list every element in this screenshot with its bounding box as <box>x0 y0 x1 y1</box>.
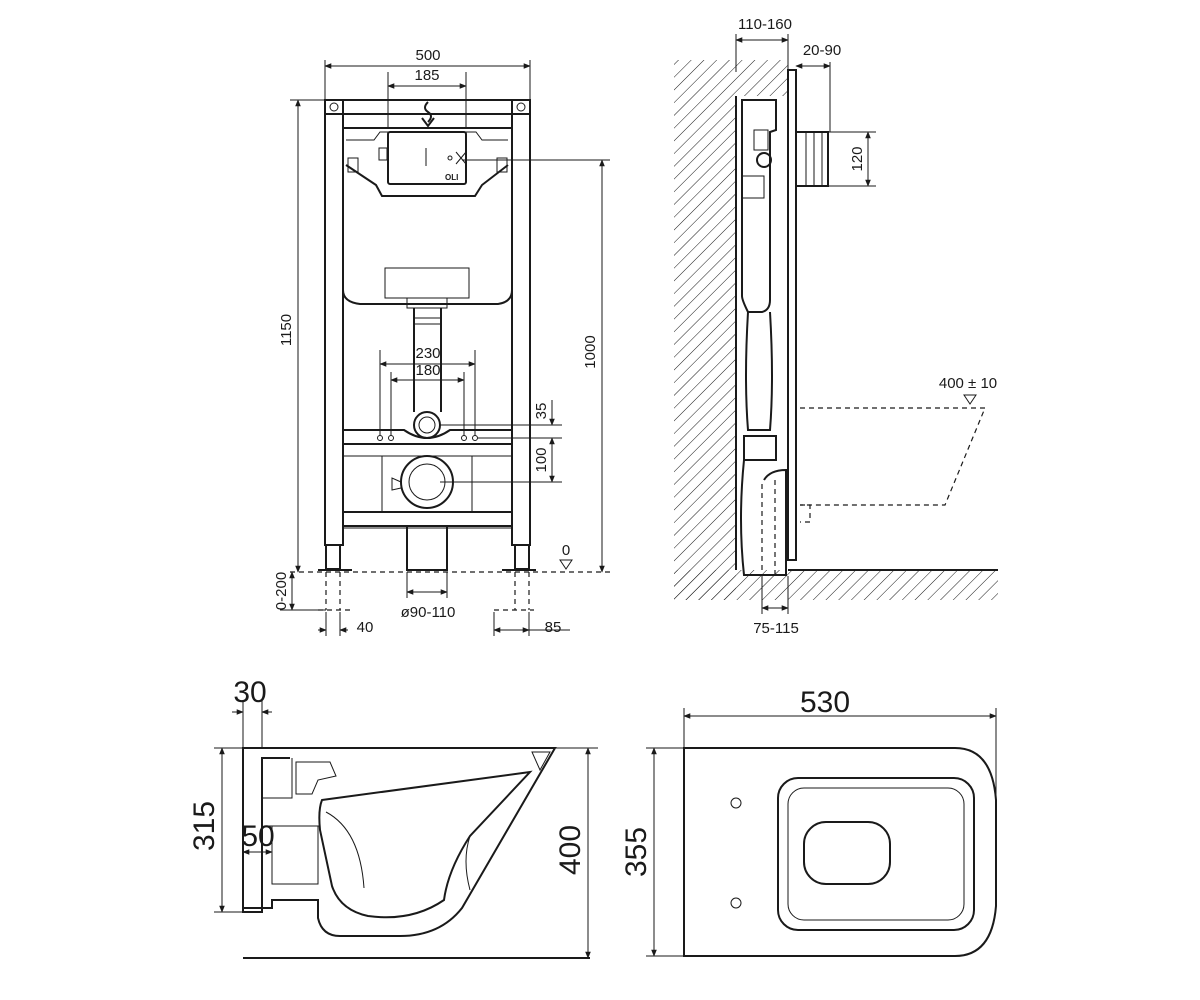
dim-0-200-label: 0-200 <box>273 572 290 610</box>
level-marker-icon <box>559 559 573 570</box>
right-upright <box>511 99 531 546</box>
mount-hole-icon <box>329 102 339 112</box>
bowl-inner <box>318 770 533 919</box>
bowl-top-view: 530 355 <box>620 686 997 957</box>
frame-profile <box>741 99 777 313</box>
dim-1150-label: 1150 <box>278 314 295 346</box>
top-rail <box>324 99 531 115</box>
dim-315-label: 315 <box>188 801 221 851</box>
fixing-hole-icon <box>730 797 742 809</box>
dim-30-label: 30 <box>233 676 266 709</box>
brand-mark: OLI <box>445 173 458 182</box>
bowl-height-label: 400 ± 10 <box>939 375 997 392</box>
level-marker-icon <box>963 394 977 405</box>
bowl-outline-dashed <box>800 407 986 506</box>
wall-hatch <box>674 60 736 600</box>
dim-110-160-label: 110-160 <box>738 16 792 33</box>
right-leg <box>514 544 530 570</box>
drain-diameter-label: ø90-110 <box>401 604 456 621</box>
floor-level-label: 0 <box>562 542 570 559</box>
seat-outline <box>777 777 975 931</box>
dim-500-label: 500 <box>415 47 440 64</box>
wall-panel <box>787 69 797 561</box>
flush-connector <box>795 131 829 187</box>
flush-outlet <box>413 411 441 439</box>
left-leg <box>325 544 341 570</box>
stud-hole-icon <box>377 435 383 441</box>
valve-icon <box>756 152 772 168</box>
inner-block <box>384 267 470 299</box>
cross-icon <box>455 151 467 165</box>
dim-230-label: 230 <box>415 345 440 362</box>
mount-hole-icon <box>516 102 526 112</box>
dim-1000-label: 1000 <box>582 335 599 368</box>
front-view: OLI <box>273 47 610 636</box>
stud-hole-icon <box>472 435 478 441</box>
floor-hatch <box>790 570 998 600</box>
cistern <box>342 127 513 305</box>
stud-hole-icon <box>461 435 467 441</box>
dim-85-label: 85 <box>545 619 562 636</box>
bottom-rail <box>342 511 513 527</box>
left-upright <box>324 99 344 546</box>
dim-100-label: 100 <box>533 447 550 472</box>
fixing-hole-icon <box>730 897 742 909</box>
downpipe <box>745 311 773 431</box>
bowl-opening <box>803 821 891 885</box>
plate-clip-icon <box>378 147 388 161</box>
flush-plate <box>387 131 467 185</box>
dim-400-label: 400 <box>554 825 587 875</box>
clip-icon <box>496 157 508 173</box>
inlet-arrow-icon <box>421 117 435 128</box>
drain-pipe <box>406 525 448 571</box>
mid-rail <box>342 429 513 445</box>
dim-20-90-label: 20-90 <box>803 42 841 59</box>
dim-530-label: 530 <box>800 686 850 719</box>
water-inlet-icon <box>424 101 432 123</box>
flush-pipe <box>413 308 442 412</box>
stud-hole-icon <box>388 435 394 441</box>
bowl-top-outline <box>683 747 997 957</box>
dim-185-label: 185 <box>414 67 439 84</box>
dim-35-label: 35 <box>533 403 550 420</box>
cistern-top-edge <box>346 131 508 141</box>
sensor-icon <box>447 155 453 161</box>
rim-icon <box>531 751 551 772</box>
drain-bend <box>740 459 787 576</box>
dim-355-label: 355 <box>620 827 653 877</box>
cistern-shoulder <box>345 164 509 197</box>
clip-icon <box>347 157 359 173</box>
dim-50-label: 50 <box>241 820 274 853</box>
bowl-side-view: 30 315 50 400 <box>188 676 598 959</box>
side-view: 110-160 20-90 120 400 ± 10 75-115 <box>674 16 998 637</box>
dim-75-115-label: 75-115 <box>753 620 799 637</box>
outlet-collar <box>406 297 448 309</box>
dim-40-label: 40 <box>357 619 374 636</box>
dim-120-label: 120 <box>849 146 866 171</box>
bowl-body <box>242 747 557 937</box>
dim-180-label: 180 <box>415 362 440 379</box>
